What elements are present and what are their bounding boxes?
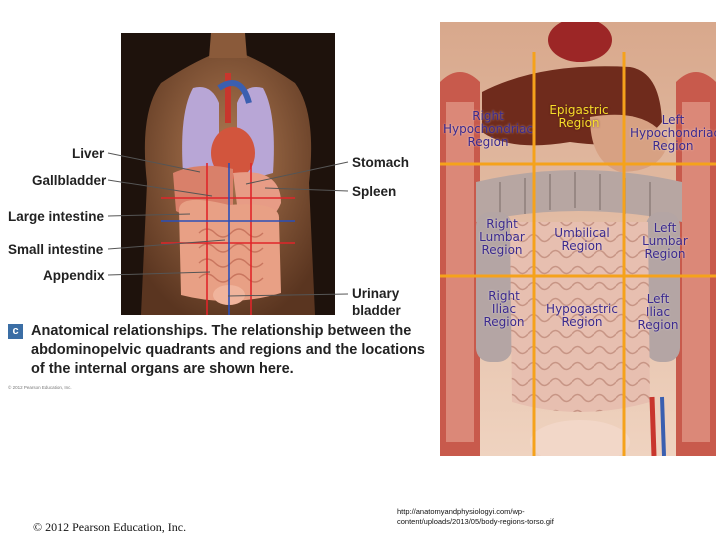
label-spleen: Spleen [352,184,397,199]
region-left-hypochondriac-line3: Region [652,139,694,153]
region-umbilical: Umbilical Region [536,227,628,253]
label-gallbladder: Gallbladder [32,173,107,188]
label-large-intestine: Large intestine [8,209,105,224]
region-epigastric-line2: Region [558,116,600,130]
region-hypogastric: Hypogastric Region [536,303,628,329]
region-right-iliac-line3: Region [483,315,525,329]
region-left-hypochondriac: Left Hypochondriac Region [630,114,716,153]
slide-copyright: © 2012 Pearson Education, Inc. [33,520,187,534]
caption-body: The relationship between the abdominopel… [31,323,425,377]
region-right-lumbar-line3: Region [481,243,523,257]
region-right-hypochondriac-line2: Hypochondriac [442,122,534,136]
region-right-lumbar-line2: Lumbar [479,230,525,244]
label-liver: Liver [72,146,105,161]
region-right-iliac: Right Iliac Region [464,290,544,329]
label-small-intestine: Small intestine [8,242,104,257]
region-left-lumbar: Left Lumbar Region [630,222,700,261]
region-right-hypochondriac-line1: Right [472,109,504,123]
label-urinary-bladder-line1: Urinary [352,286,400,301]
caption-badge: c [8,324,23,339]
label-appendix: Appendix [43,268,105,283]
region-epigastric-line1: Epigastric [549,103,609,117]
region-hypogastric-line1: Hypogastric [546,302,618,316]
source-url-line2: content/uploads/2013/05/body-regions-tor… [397,517,554,526]
caption-title: Anatomical relationships. [31,323,208,339]
image-source-url[interactable]: http://anatomyandphysiologyi.com/wp- con… [397,507,627,527]
leader-lines [107,152,349,297]
figure-small-copyright: © 2012 Pearson Education, Inc. [8,385,72,390]
abdomen-regions-photo: Right Hypochondriac Region Epigastric Re… [440,22,716,456]
label-stomach: Stomach [352,155,410,170]
figure-caption: Anatomical relationships. The relationsh… [31,322,433,379]
region-right-hypochondriac-line3: Region [467,135,509,149]
label-urinary-bladder-line2: bladder [352,303,401,318]
torso-illustration [121,33,335,315]
region-left-iliac-line1: Left [646,292,670,306]
region-left-iliac-line3: Region [637,318,679,332]
region-left-iliac: Left Iliac Region [630,293,686,332]
region-right-lumbar-line1: Right [486,217,518,231]
source-url-line1: http://anatomyandphysiologyi.com/wp- [397,507,525,516]
region-right-hypochondriac: Right Hypochondriac Region [442,110,534,149]
region-umbilical-line1: Umbilical [554,226,610,240]
region-hypogastric-line2: Region [561,315,603,329]
region-left-hypochondriac-line1: Left [661,113,685,127]
label-urinary-bladder: Urinary bladder [352,285,401,319]
region-left-lumbar-line1: Left [653,221,677,235]
region-left-iliac-line2: Iliac [645,305,671,319]
region-left-lumbar-line2: Lumbar [642,234,688,248]
region-right-lumbar: Right Lumbar Region [462,218,542,257]
region-epigastric: Epigastric Region [536,104,622,130]
region-left-hypochondriac-line2: Hypochondriac [630,126,716,140]
region-left-lumbar-line3: Region [644,247,686,261]
region-right-iliac-line1: Right [488,289,520,303]
region-umbilical-line2: Region [561,239,603,253]
region-right-iliac-line2: Iliac [491,302,517,316]
